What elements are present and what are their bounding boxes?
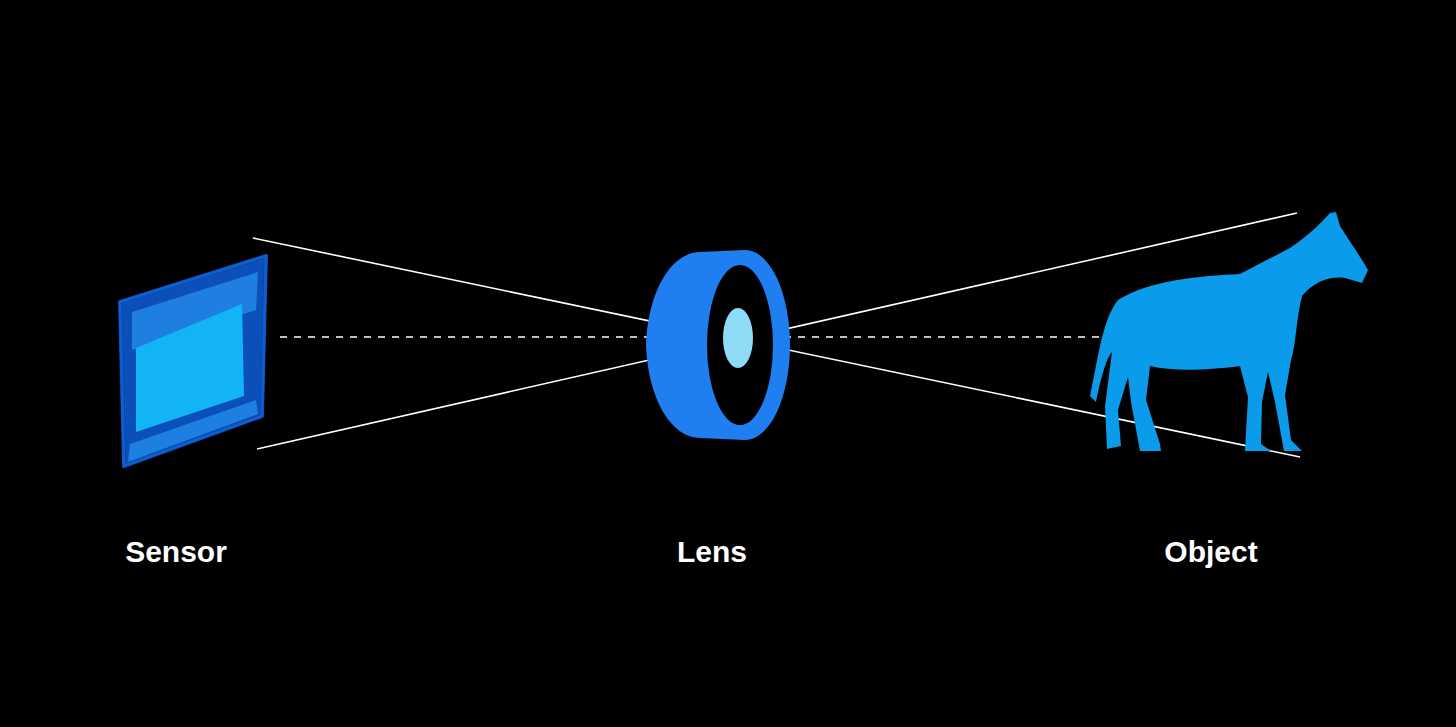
part-label: Lens [677,535,747,568]
part-label: Object [1164,535,1257,568]
lens [645,250,790,440]
sensor [120,256,266,466]
horse [1090,212,1368,451]
part-label: Sensor [125,535,227,568]
